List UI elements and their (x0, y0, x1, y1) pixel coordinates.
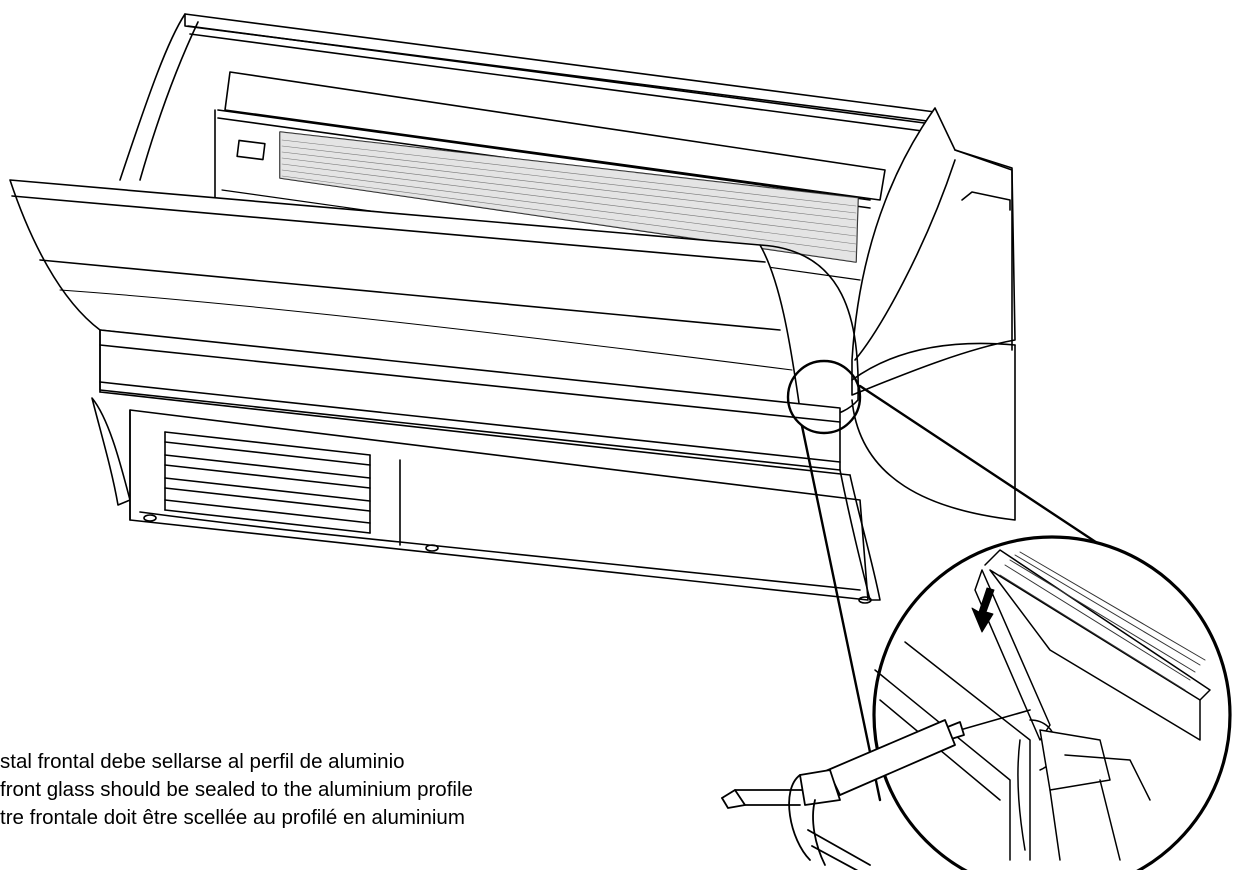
instruction-text-es: stal frontal debe sellarse al perfil de … (0, 750, 405, 773)
instruction-caption: stal frontal debe sellarse al perfil de … (0, 748, 473, 832)
top-canopy (119, 13, 936, 181)
instruction-text-en: front glass should be sealed to the alum… (0, 778, 473, 801)
instruction-text-fr: tre frontale doit être scellée au profil… (0, 806, 465, 829)
condenser-louvres (164, 431, 371, 534)
arrow-down-icon (971, 587, 995, 633)
caulking-gun-icon (721, 709, 1031, 870)
detail-contents (874, 549, 1211, 861)
ventilation-grille (279, 131, 859, 263)
detail-source-circle (786, 359, 862, 435)
detail-zoom-circle (872, 535, 1232, 870)
detail-magnifier (786, 359, 1232, 870)
case-body (91, 329, 881, 604)
right-side-panel (851, 107, 1016, 521)
